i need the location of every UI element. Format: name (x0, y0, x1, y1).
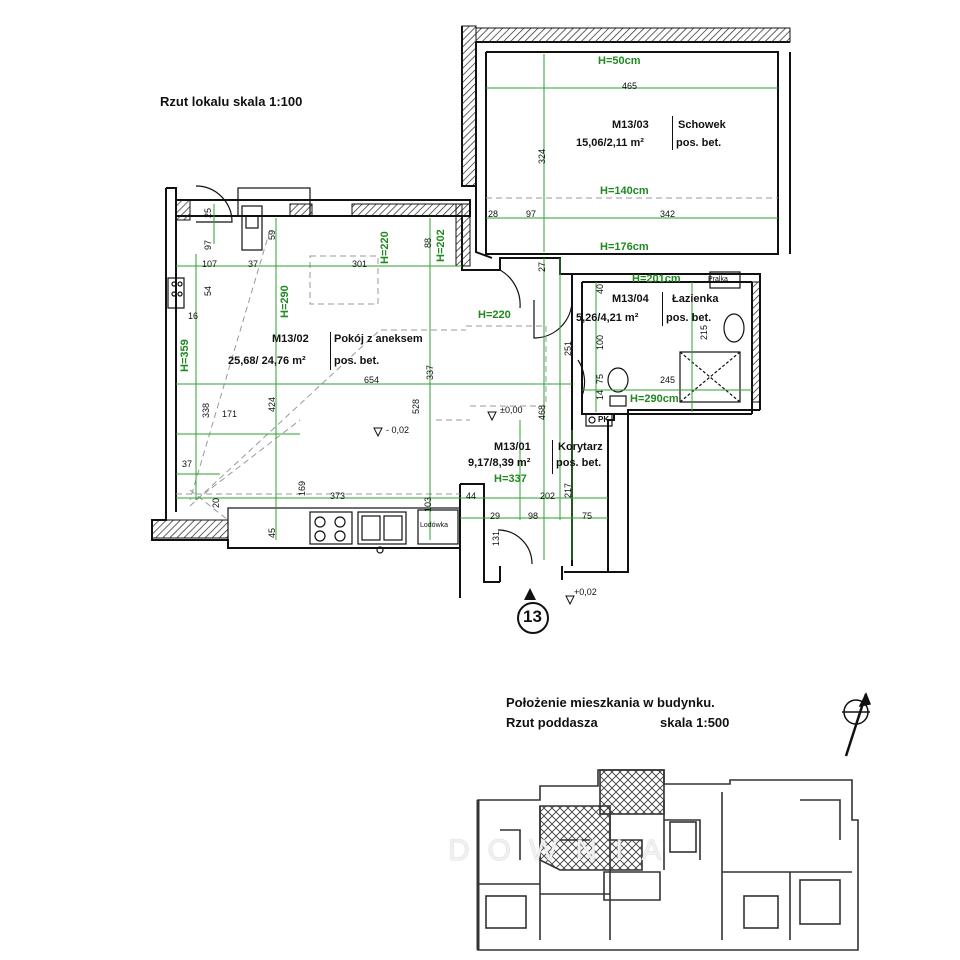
dim-528: 528 (411, 398, 421, 414)
dim-16: 16 (188, 311, 199, 321)
unit-number: 13 (523, 607, 542, 626)
dim-98: 98 (528, 511, 539, 521)
height-220a: H=220 (379, 231, 391, 264)
lazienka-divider (662, 292, 663, 326)
dim-75a: 75 (595, 373, 605, 384)
dim-27: 27 (537, 261, 547, 272)
lazienka-floor: pos. bet. (666, 312, 712, 324)
level-000: ±0,00 (500, 405, 523, 415)
level-markers (373, 411, 575, 606)
height-176: H=176cm (600, 241, 649, 253)
dim-88: 88 (423, 237, 433, 248)
dim-75b: 75 (582, 511, 593, 521)
dim-45: 45 (267, 527, 277, 538)
dim-59: 59 (267, 229, 277, 240)
dim-202: 202 (540, 491, 556, 501)
slope-lines (176, 197, 778, 521)
level-plus-002: +0,02 (574, 587, 597, 597)
height-290cm: H=290cm (630, 393, 679, 405)
watermark: DOWNIA (448, 834, 680, 867)
pokoj-floor: pos. bet. (334, 355, 380, 367)
dimension-lines (176, 54, 778, 560)
dim-100: 100 (595, 334, 605, 350)
north-arrow-icon (842, 692, 872, 757)
dim-342: 342 (660, 209, 676, 219)
height-220b: H=220 (478, 309, 511, 321)
dim-37b: 37 (182, 459, 193, 469)
schowek-area: 15,06/2,11 m² (576, 137, 644, 149)
dim-97: 97 (526, 209, 537, 219)
korytarz-code: M13/01 (494, 441, 531, 453)
dim-103: 103 (423, 496, 433, 512)
location-title: Położenie mieszkania w budynku. (506, 695, 715, 710)
dim-217: 217 (563, 482, 573, 498)
height-359: H=359 (179, 339, 191, 372)
lazienka-code: M13/04 (612, 293, 649, 305)
pokoj-name: Pokój z aneksem (334, 333, 423, 345)
height-337: H=337 (494, 473, 527, 485)
plan-title: Rzut lokalu skala 1:100 (160, 94, 303, 109)
dim-324: 324 (537, 148, 547, 164)
dim-171: 171 (222, 409, 238, 419)
dim-373: 373 (330, 491, 346, 501)
lazienka-name: Łazienka (672, 293, 719, 305)
pokoj-code: M13/02 (272, 333, 309, 345)
height-201: H=201cm (632, 273, 681, 285)
schowek-divider (672, 116, 673, 150)
dim-337: 337 (425, 364, 435, 380)
height-290: H=290 (279, 285, 291, 318)
location-subtitle: Rzut poddasza (506, 715, 598, 730)
dim-245: 245 (660, 375, 676, 385)
dim-131: 131 (491, 530, 501, 546)
height-202: H=202 (435, 229, 447, 262)
building-site-plan (476, 769, 859, 951)
korytarz-floor: pos. bet. (556, 457, 602, 469)
washer-label: Pralka (708, 276, 728, 283)
dim-97b: 97 (203, 239, 213, 250)
dim-301: 301 (352, 259, 368, 269)
schowek-floor: pos. bet. (676, 137, 722, 149)
dim-169: 169 (297, 480, 307, 496)
dim-28: 28 (488, 209, 499, 219)
dim-465: 465 (622, 81, 638, 91)
level-minus-002: - 0,02 (386, 425, 410, 435)
schowek-code: M13/03 (612, 119, 649, 131)
dim-654: 654 (364, 375, 380, 385)
korytarz-area: 9,17/8,39 m² (468, 457, 531, 469)
fridge-label: Lodówka (420, 522, 449, 529)
pokoj-divider (330, 332, 331, 370)
dim-338: 338 (201, 402, 211, 418)
dim-251: 251 (563, 340, 573, 356)
hatched-walls (151, 25, 791, 539)
pokoj-area: 25,68/ 24,76 m² (228, 355, 306, 367)
dim-107: 107 (202, 259, 218, 269)
unit-entry-marker (517, 588, 549, 634)
dim-54: 54 (203, 285, 213, 296)
dim-468: 468 (537, 404, 547, 420)
location-scale: skala 1:500 (660, 715, 730, 730)
dim-215: 215 (699, 324, 709, 340)
dim-40: 40 (595, 283, 605, 294)
dim-29: 29 (490, 511, 501, 521)
lazienka-area: 5,26/4,21 m² (576, 312, 639, 324)
dim-37a: 37 (248, 259, 259, 269)
korytarz-name: Korytarz (558, 441, 603, 453)
fixtures (167, 185, 745, 565)
korytarz-divider (552, 440, 553, 474)
dim-25: 25 (203, 207, 213, 218)
height-50: H=50cm (598, 55, 641, 67)
dim-20: 20 (211, 497, 221, 508)
schowek-name: Schowek (678, 119, 726, 131)
pk-label: PK (598, 415, 610, 424)
height-140: H=140cm (600, 185, 649, 197)
dim-424: 424 (267, 396, 277, 412)
dim-44: 44 (466, 491, 477, 501)
dim-14: 14 (595, 389, 605, 400)
